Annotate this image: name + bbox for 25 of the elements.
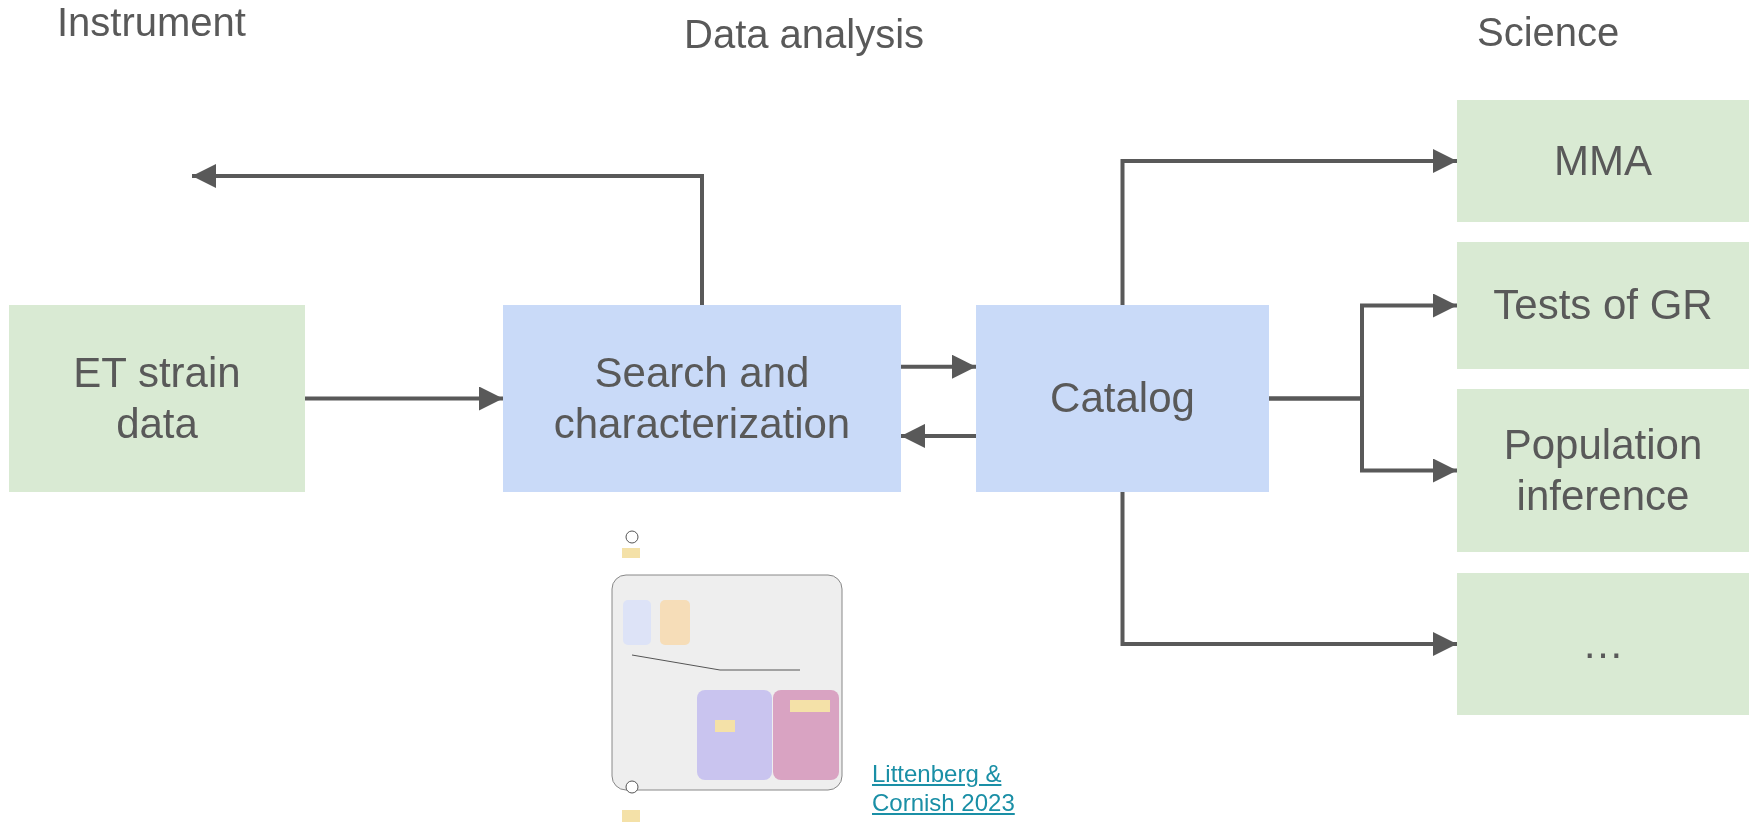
- arrow: [192, 164, 704, 305]
- box-label: MMA: [1554, 135, 1652, 186]
- box-label: Catalog: [1050, 373, 1195, 424]
- process-box: [1457, 242, 1749, 369]
- process-box: [1457, 389, 1749, 552]
- citation-link: Littenberg & Cornish 2023: [872, 760, 1016, 818]
- column-heading: Science: [1477, 10, 1620, 55]
- arrow: [1269, 396, 1457, 483]
- box-label: Tests of GR: [1493, 280, 1713, 331]
- box-label: …: [1582, 618, 1624, 669]
- column-heading: Data analysis: [684, 12, 925, 57]
- arrow: [1120, 492, 1457, 656]
- box-label: Search and characterization: [552, 348, 852, 449]
- process-box: [976, 305, 1269, 492]
- box-label: Population inference: [1502, 420, 1704, 521]
- box-label: ET strain data: [72, 348, 242, 449]
- process-box: [9, 305, 305, 492]
- process-box: [1457, 573, 1749, 715]
- arrow: [305, 386, 503, 411]
- process-box: [503, 305, 901, 492]
- process-box: [1457, 100, 1749, 222]
- arrow: [1120, 149, 1457, 305]
- arrow: [901, 354, 976, 379]
- arrow: [901, 423, 976, 448]
- column-heading: Instrument: [57, 0, 246, 45]
